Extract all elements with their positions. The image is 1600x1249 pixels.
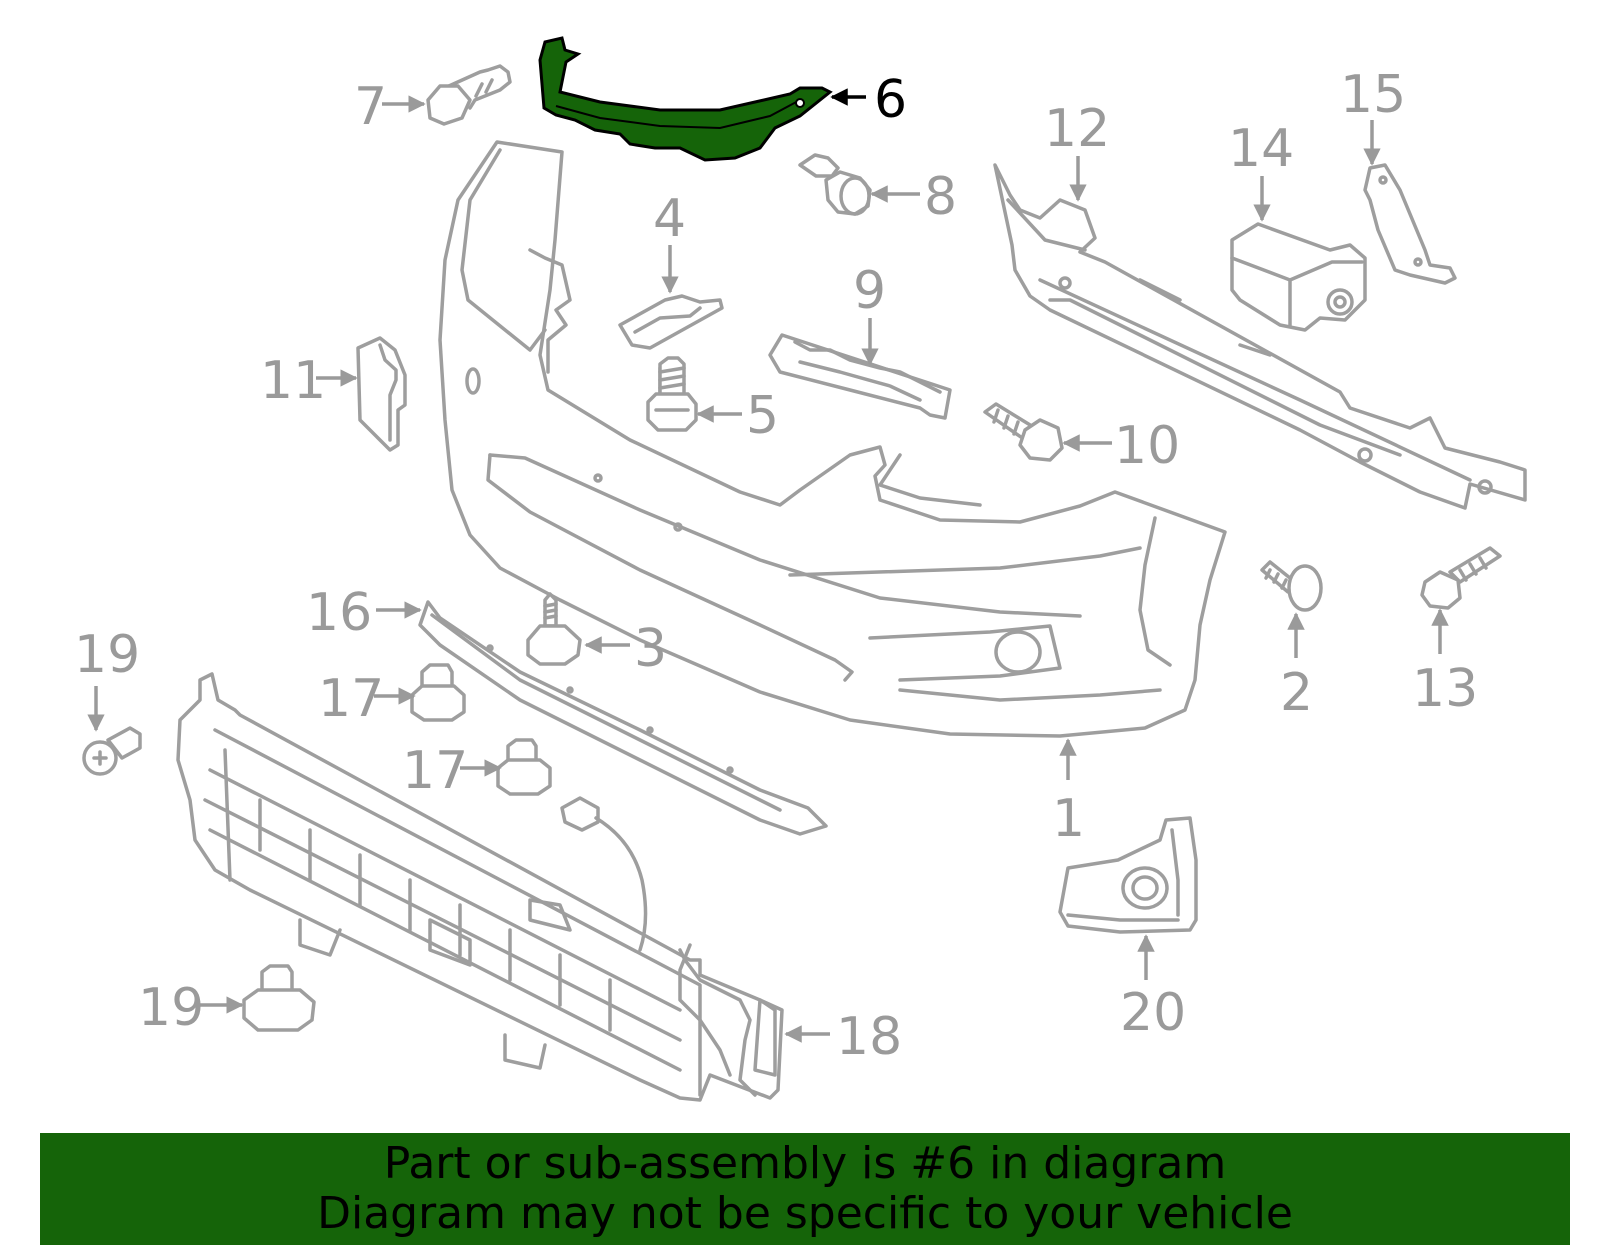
part-4-bracket[interactable] xyxy=(618,294,724,350)
part-6-bracket[interactable] xyxy=(538,36,833,162)
callout-18[interactable]: 18 xyxy=(836,1007,902,1067)
callout-4[interactable]: 4 xyxy=(653,189,686,249)
fastener-3-bolt[interactable] xyxy=(526,592,582,666)
callout-1[interactable]: 1 xyxy=(1052,789,1085,849)
callout-10[interactable]: 10 xyxy=(1114,416,1180,476)
callout-arrows xyxy=(87,88,1449,1043)
callout-14[interactable]: 14 xyxy=(1228,119,1294,179)
callout-labels: 6 7 8 4 9 5 10 11 12 14 15 16 3 17 17 19… xyxy=(74,65,1478,1067)
callout-7[interactable]: 7 xyxy=(354,77,387,137)
callout-13[interactable]: 13 xyxy=(1412,659,1478,719)
part-11-clip[interactable] xyxy=(356,336,407,452)
fastener-17a-nut[interactable] xyxy=(410,663,466,722)
part-20-fog-bezel[interactable] xyxy=(1058,816,1198,934)
wire-harness xyxy=(560,796,757,1097)
fastener-8-clip[interactable] xyxy=(798,153,872,216)
fastener-17b-nut[interactable] xyxy=(496,738,552,796)
callout-11[interactable]: 11 xyxy=(260,351,326,411)
part-18-grille[interactable] xyxy=(176,672,784,1102)
part-1-bumper-cover[interactable] xyxy=(438,140,1227,738)
fastener-19a-screw[interactable] xyxy=(82,726,142,776)
callout-19a[interactable]: 19 xyxy=(74,625,140,685)
callout-3[interactable]: 3 xyxy=(634,619,667,679)
part-9-retainer[interactable] xyxy=(768,333,952,420)
callout-6[interactable]: 6 xyxy=(874,70,907,130)
info-banner: Part or sub-assembly is #6 in diagram Di… xyxy=(40,1133,1570,1245)
callout-5[interactable]: 5 xyxy=(746,386,779,446)
callout-17a[interactable]: 17 xyxy=(318,669,384,729)
fastener-7-bolt[interactable] xyxy=(426,64,512,126)
fastener-2-screw[interactable] xyxy=(1260,560,1323,612)
callout-19b[interactable]: 19 xyxy=(138,978,204,1038)
callout-9[interactable]: 9 xyxy=(853,261,886,321)
part-14-sensor[interactable] xyxy=(1230,222,1367,332)
callout-8[interactable]: 8 xyxy=(924,167,957,227)
part-15-bracket[interactable] xyxy=(1363,163,1457,285)
fastener-19b-nut[interactable] xyxy=(242,964,316,1032)
callout-2[interactable]: 2 xyxy=(1280,663,1313,723)
part-12-reinforcement[interactable] xyxy=(993,163,1527,510)
fastener-5-bolt[interactable] xyxy=(646,356,698,432)
banner-line-1: Part or sub-assembly is #6 in diagram xyxy=(383,1138,1227,1189)
fastener-10-bolt[interactable] xyxy=(983,402,1064,462)
callout-16[interactable]: 16 xyxy=(306,583,372,643)
part-16-molding[interactable] xyxy=(418,600,828,836)
callout-15[interactable]: 15 xyxy=(1340,65,1406,125)
fastener-13-bolt[interactable] xyxy=(1420,546,1502,610)
callout-17b[interactable]: 17 xyxy=(402,741,468,801)
parts-diagram: 6 7 8 4 9 5 10 11 12 14 15 16 3 17 17 19… xyxy=(74,36,1527,1102)
banner-line-2: Diagram may not be specific to your vehi… xyxy=(317,1188,1293,1239)
callout-12[interactable]: 12 xyxy=(1044,99,1110,159)
callout-20[interactable]: 20 xyxy=(1120,983,1186,1043)
